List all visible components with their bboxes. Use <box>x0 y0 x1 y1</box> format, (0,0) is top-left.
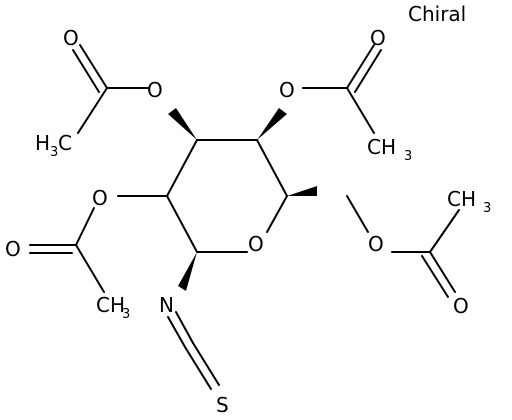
bond-carbonyl-right-1 <box>429 251 456 293</box>
bond-c-s-1 <box>192 342 220 386</box>
ester-oxygen-ch2-label: O <box>368 232 384 256</box>
bond-c6-c2 <box>166 139 198 197</box>
isothiocyanate-sulfur-label: S <box>216 393 229 417</box>
bond-carbonyl-tr-1 <box>346 44 375 89</box>
bond-o-left-c <box>75 207 95 246</box>
chiral-label: Chiral <box>408 2 466 26</box>
carbonyl-oxygen-top-right-label: O <box>370 26 386 50</box>
svg-text:H: H <box>35 131 50 155</box>
wedge-c2-o <box>168 108 197 140</box>
methyl-top-left-label: H 3 C <box>35 131 72 160</box>
methyl-right-label: CH <box>447 187 476 211</box>
svg-text:3: 3 <box>404 149 412 164</box>
ring-oxygen-label: O <box>248 232 264 256</box>
bond-c-s-2 <box>184 346 212 390</box>
methyl-left-label: CH <box>96 293 125 317</box>
svg-text:3: 3 <box>122 307 130 322</box>
bond-carbonyl-tr-2 <box>354 49 382 93</box>
ester-oxygen-left-label: O <box>92 186 108 210</box>
wedge-c3-o <box>257 108 287 140</box>
bond-c3-c4 <box>256 139 288 197</box>
carbonyl-oxygen-right-label: O <box>453 294 469 318</box>
methyl-left-subscript: 3 <box>122 307 130 322</box>
carbonyl-oxygen-top-left-label: O <box>63 26 79 50</box>
ester-oxygen-top-left-label: O <box>147 78 163 102</box>
wedge-c4-ch2 <box>287 186 317 196</box>
bond-ch2-o <box>346 195 369 233</box>
bond-carbonyl-tl-1 <box>79 44 108 89</box>
bond-n-c-1 <box>175 311 194 344</box>
svg-text:3: 3 <box>50 145 58 160</box>
carbonyl-oxygen-left-label: O <box>5 237 21 261</box>
svg-text:C: C <box>58 131 72 155</box>
bond-left-methyl <box>75 244 105 293</box>
methyl-top-right-label: CH <box>367 135 396 159</box>
bond-c4-o-ring <box>266 195 288 233</box>
methyl-right-subscript: 3 <box>483 201 491 216</box>
isothiocyanate-nitrogen-label: N <box>159 293 174 317</box>
wedge-c5-n <box>178 252 197 291</box>
svg-text:3: 3 <box>483 201 491 216</box>
bond-n-c-2 <box>167 316 186 348</box>
bond-tl-methyl <box>77 87 108 134</box>
bond-c5-c6 <box>166 195 198 253</box>
bond-carbonyl-tl-2 <box>72 49 100 93</box>
bond-tr-methyl <box>346 87 375 134</box>
ester-oxygen-top-right-label: O <box>279 78 295 102</box>
methyl-top-right-subscript: 3 <box>404 149 412 164</box>
bond-right-methyl <box>429 209 460 253</box>
bond-carbonyl-right-2 <box>421 255 449 298</box>
